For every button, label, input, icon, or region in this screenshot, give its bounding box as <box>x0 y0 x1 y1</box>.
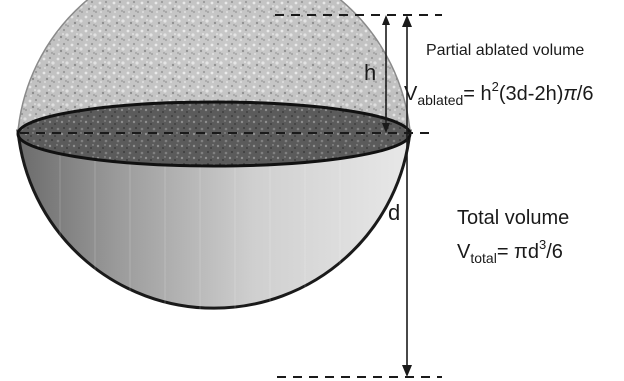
total-superscript: 3 <box>539 237 546 252</box>
ablated-v: V <box>404 83 418 105</box>
ablated-eq-c: /6 <box>577 83 594 105</box>
sphere-body <box>16 129 412 375</box>
partial-ablated-volume-title: Partial ablated volume <box>426 42 584 59</box>
h-label: h <box>364 60 376 85</box>
ablated-eq-b: (3d-2h) <box>499 83 563 105</box>
ablated-superscript: 2 <box>492 79 499 94</box>
total-volume-formula: Vtotal= πd3/6 <box>457 237 563 266</box>
total-volume-title: Total volume <box>457 207 569 229</box>
ablated-pi: π <box>563 83 577 105</box>
total-v: V <box>457 241 471 263</box>
h-dimension-arrow <box>382 15 390 133</box>
d-label: d <box>388 200 400 225</box>
dashed-reference-lines <box>20 14 442 378</box>
ablated-eq-a: = h <box>463 83 491 105</box>
total-eq-b: /6 <box>546 241 563 263</box>
total-subscript: total <box>470 250 496 266</box>
total-eq-a: = πd <box>497 241 539 263</box>
ablated-volume-formula: Vablated= h2(3d-2h)π/6 <box>404 79 593 108</box>
ablated-subscript: ablated <box>417 92 463 108</box>
d-dimension-arrow <box>402 15 412 377</box>
ablated-cap <box>17 0 411 132</box>
